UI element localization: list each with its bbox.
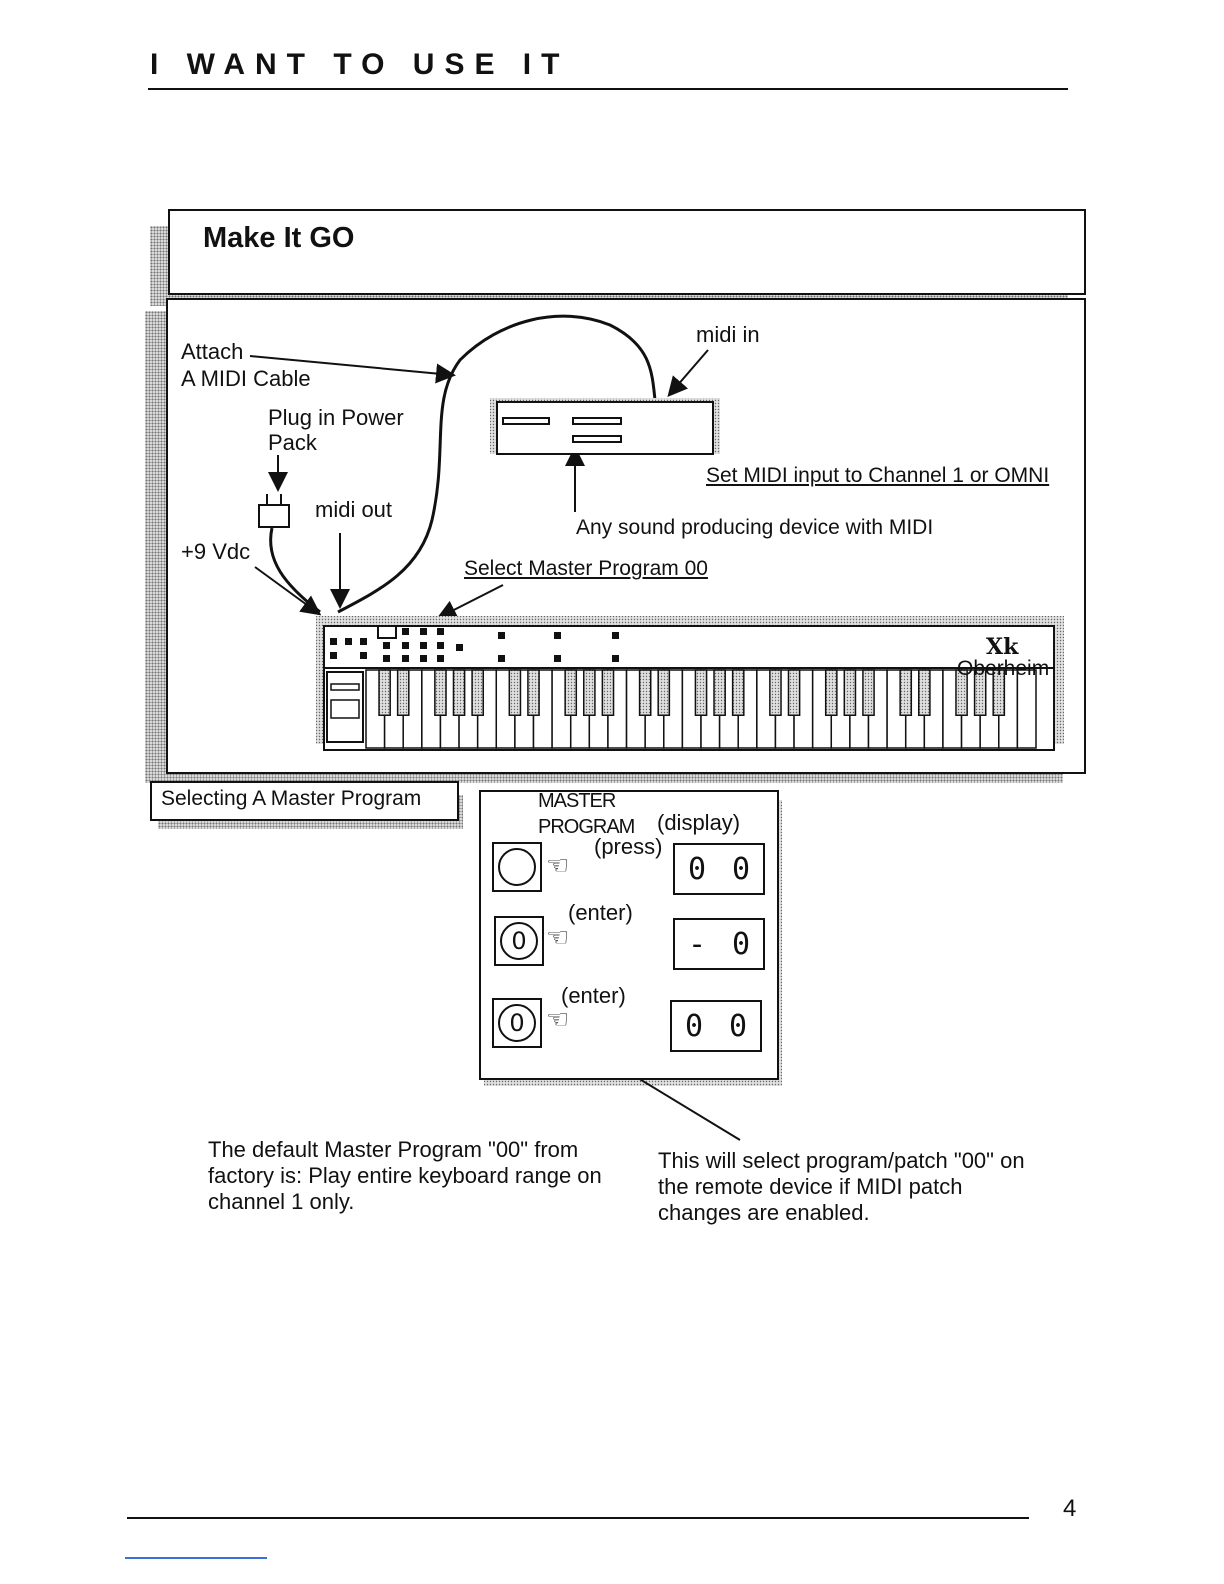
link-mark <box>125 1557 267 1559</box>
remote-device-note: This will select program/patch "00" on t… <box>658 1148 1025 1225</box>
selecting-tab-box <box>150 781 459 821</box>
display-digit: 0 <box>728 1008 748 1044</box>
black-key <box>694 669 708 716</box>
black-key <box>378 669 391 716</box>
black-key <box>843 669 857 716</box>
press-hand-icon: ☜ <box>546 922 570 952</box>
master-label-1: MASTER <box>538 790 616 812</box>
black-key <box>564 669 578 716</box>
selecting-tab-label: Selecting A Master Program <box>161 787 422 810</box>
black-key <box>638 669 652 716</box>
black-key <box>862 669 875 716</box>
black-key <box>508 669 522 716</box>
keyboard-controls <box>330 625 619 662</box>
zero-button[interactable] <box>492 998 542 1048</box>
black-key <box>787 669 801 716</box>
power-pack-label-1: Plug in Power <box>268 405 404 430</box>
power-plug <box>258 504 290 528</box>
step-action-press: (press) <box>594 834 663 859</box>
display-step-1: 0 0 <box>673 843 765 895</box>
black-key <box>601 669 615 716</box>
black-key <box>824 669 838 716</box>
midi-in-arrow <box>667 349 709 398</box>
black-key <box>769 669 782 716</box>
display-digit: - <box>687 926 707 962</box>
black-key <box>583 669 596 716</box>
black-key <box>992 669 1006 716</box>
sound-device <box>496 401 714 455</box>
set-midi-label: Set MIDI input to Channel 1 or OMNI <box>706 464 1050 487</box>
page-header: I WANT TO USE IT <box>150 48 570 81</box>
display-step-3: 0 0 <box>670 1000 762 1052</box>
attach-label-1: Attach <box>181 339 244 364</box>
press-hand-icon: ☜ <box>546 1004 570 1034</box>
black-key <box>973 669 987 716</box>
attach-label-2: A MIDI Cable <box>181 366 311 391</box>
midi-cable <box>337 314 657 614</box>
black-key <box>731 669 745 716</box>
sound-device-label: Any sound producing device with MIDI <box>576 516 934 539</box>
black-key <box>452 669 466 716</box>
black-key <box>396 669 410 716</box>
step-action-enter-2: (enter) <box>561 983 626 1008</box>
page-number: 4 <box>1063 1495 1077 1522</box>
select-arrow <box>436 584 504 619</box>
brand-logo: Xk <box>986 634 1019 660</box>
midi-in-label: midi in <box>696 322 760 347</box>
black-key <box>955 669 968 716</box>
section-title: Make It GO <box>203 222 355 254</box>
display-step-2: - 0 <box>673 918 765 970</box>
display-digit: 0 <box>731 851 751 887</box>
black-key <box>918 669 931 716</box>
press-hand-icon: ☜ <box>546 850 570 880</box>
black-key <box>899 669 913 716</box>
select-master-label: Select Master Program 00 <box>464 557 708 580</box>
display-label: (display) <box>657 810 741 835</box>
vdc-label: +9 Vdc <box>181 539 251 564</box>
brand-name: Oberheim <box>957 657 1050 680</box>
black-key <box>713 669 726 716</box>
black-key <box>471 669 485 716</box>
keyboard-keys <box>365 669 1037 749</box>
display-digit: 0 <box>684 1008 704 1044</box>
master-label-2: PROGRAM <box>538 816 635 838</box>
default-program-note: The default Master Program "00" from fac… <box>208 1137 602 1214</box>
midi-out-label: midi out <box>315 497 393 522</box>
power-pack-label-2: Pack <box>268 430 317 455</box>
black-key <box>527 669 540 716</box>
attach-arrow <box>249 355 456 384</box>
section-title-box <box>168 209 1086 295</box>
step-action-enter-1: (enter) <box>568 900 633 925</box>
display-digit: 0 <box>731 926 751 962</box>
power-cable <box>269 527 321 614</box>
display-digit: 0 <box>687 851 707 887</box>
footer-rule <box>127 1517 1029 1519</box>
black-key <box>657 669 671 716</box>
header-rule <box>148 88 1068 90</box>
black-key <box>434 669 447 716</box>
vdc-arrow <box>254 566 322 616</box>
white-key <box>1016 669 1037 749</box>
master-program-button[interactable] <box>492 842 542 892</box>
zero-button[interactable] <box>494 916 544 966</box>
